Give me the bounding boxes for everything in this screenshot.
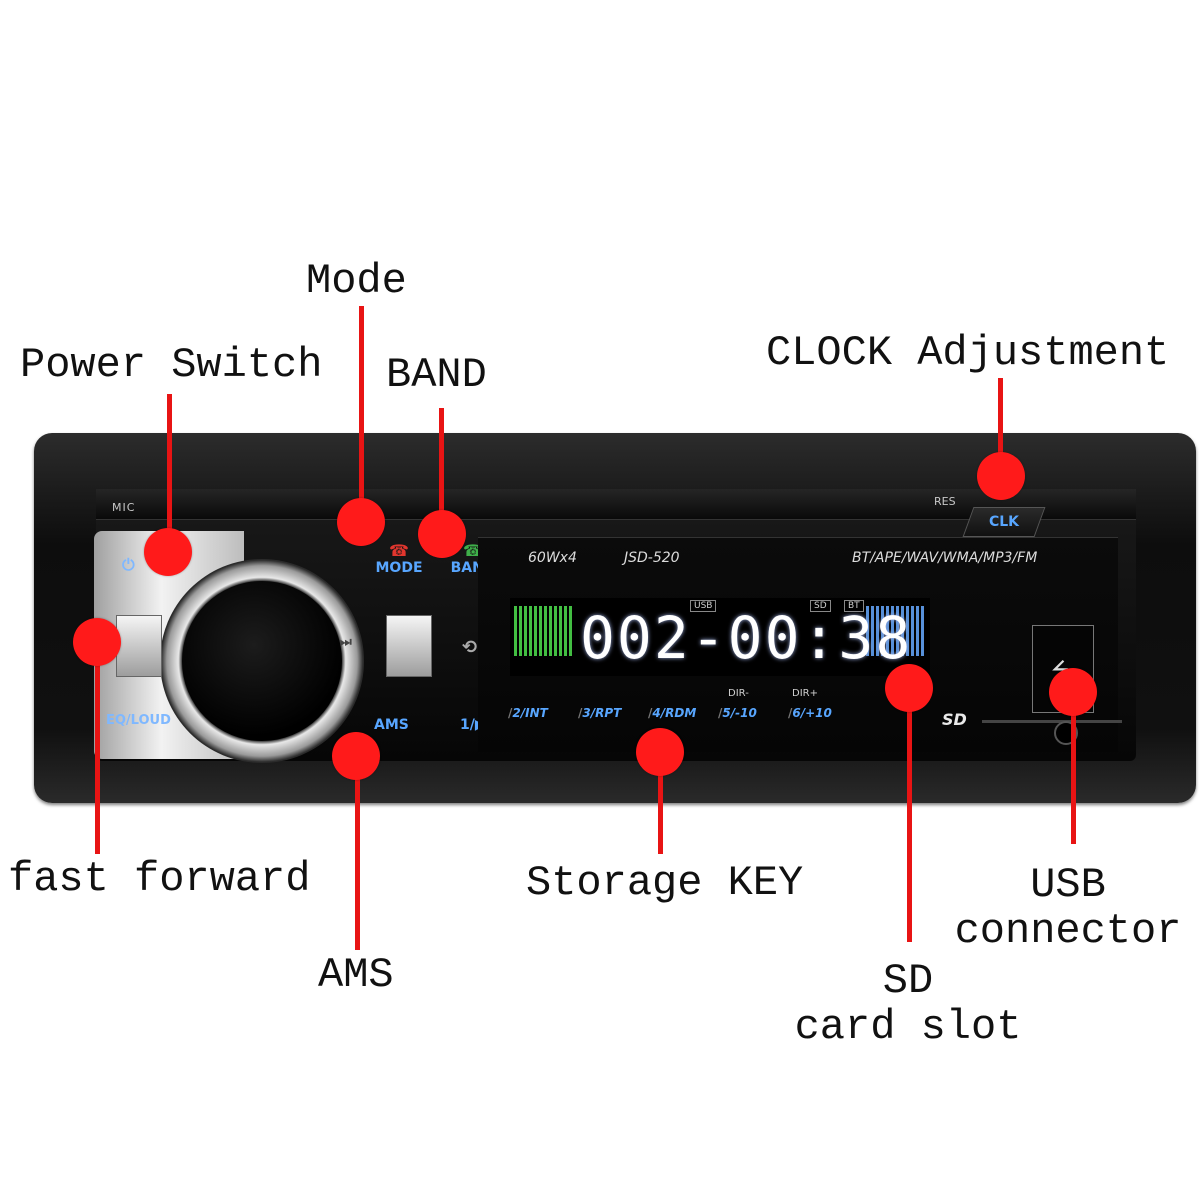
- leader-usb: [1071, 690, 1076, 844]
- label-ams: AMS: [318, 951, 394, 999]
- top-bar: MIC RES CLK: [96, 489, 1136, 537]
- leader-mode: [359, 306, 364, 518]
- dot-ams: [332, 732, 380, 780]
- usb-indicator: USB: [690, 600, 717, 612]
- leader-storage: [658, 746, 663, 854]
- label-mode: Mode: [306, 257, 407, 305]
- wattage-label: 60Wx4: [528, 550, 577, 566]
- next-icon[interactable]: ⏭: [340, 635, 352, 650]
- bt-indicator: BT: [844, 600, 864, 612]
- model-label: JSD-520: [624, 550, 680, 566]
- front-panel: MIC RES CLK ⏻ ⏮ EQ/LOUD ⏭ ☎ MODE ☎ BAND …: [94, 489, 1136, 763]
- sd-card-slot[interactable]: [982, 720, 1122, 723]
- dot-storage: [636, 728, 684, 776]
- preset-key-3-label: 3/RPT: [582, 706, 622, 720]
- volume-knob[interactable]: [182, 581, 342, 741]
- rotate-icon[interactable]: ⟲: [462, 637, 478, 658]
- mic-label: MIC: [112, 501, 136, 514]
- label-clock-adjustment: CLOCK Adjustment: [766, 329, 1170, 377]
- leader-band: [439, 408, 444, 526]
- dot-usb: [1049, 668, 1097, 716]
- dot-clock: [977, 452, 1025, 500]
- preset-key-6[interactable]: /6/+10: [788, 706, 832, 720]
- preset-key-2[interactable]: /2/INT: [508, 706, 548, 720]
- leader-ams: [355, 754, 360, 950]
- call-icon: ☎: [463, 541, 483, 560]
- car-stereo-faceplate: MIC RES CLK ⏻ ⏮ EQ/LOUD ⏭ ☎ MODE ☎ BAND …: [34, 433, 1196, 803]
- sd-indicator: SD: [810, 600, 831, 612]
- clk-label: CLK: [988, 514, 1020, 530]
- eq-bars-right: [866, 606, 926, 656]
- formats-label: BT/APE/WAV/WMA/MP3/FM: [852, 550, 1038, 566]
- mode-button[interactable]: ☎ MODE: [372, 541, 426, 576]
- dot-mode: [337, 498, 385, 546]
- dot-sd: [885, 664, 933, 712]
- label-band: BAND: [386, 351, 487, 399]
- dir-plus-label: DIR+: [792, 688, 818, 699]
- knob-right-chrome: [386, 615, 432, 677]
- knob-left-chrome: [116, 615, 162, 677]
- dir-minus-label: DIR-: [728, 688, 749, 699]
- preset-key-4-label: 4/RDM: [652, 706, 697, 720]
- preset-key-2-label: 2/INT: [512, 706, 548, 720]
- preset-key-6-label: 6/+10: [792, 706, 832, 720]
- label-storage-key: Storage KEY: [526, 859, 804, 907]
- label-power-switch: Power Switch: [20, 341, 323, 389]
- preset-key-5[interactable]: /5/-10: [718, 706, 757, 720]
- preset-key-5-label: 5/-10: [722, 706, 757, 720]
- label-usb-line1: USB: [1030, 861, 1106, 909]
- dot-band: [418, 510, 466, 558]
- leader-clock: [998, 378, 1003, 472]
- preset-key-3[interactable]: /3/RPT: [578, 706, 622, 720]
- display-panel: 60Wx4 JSD-520 BT/APE/WAV/WMA/MP3/FM USB …: [478, 537, 1122, 752]
- power-icon[interactable]: ⏻: [122, 555, 135, 574]
- sd-logo: SD: [942, 710, 967, 729]
- clk-button[interactable]: CLK: [962, 507, 1046, 537]
- preset-key-4[interactable]: /4/RDM: [648, 706, 697, 720]
- label-usb-connector: USB connector: [950, 862, 1186, 954]
- dot-fast-forward: [73, 618, 121, 666]
- leader-sd: [907, 686, 912, 942]
- dot-power: [144, 528, 192, 576]
- leader-fast-forward: [95, 640, 100, 854]
- label-fast-forward: fast forward: [8, 855, 311, 903]
- lcd-screen: USB SD BT 002-00:38: [510, 598, 930, 676]
- label-usb-line2: connector: [954, 907, 1182, 955]
- mode-label: MODE: [375, 560, 423, 576]
- label-sd-line2: card slot: [794, 1003, 1022, 1051]
- time-display: 002-00:38: [580, 604, 913, 672]
- leader-power: [167, 394, 172, 546]
- ams-button[interactable]: AMS: [374, 717, 409, 733]
- eq-bars-left: [514, 606, 574, 656]
- hangup-icon: ☎: [389, 541, 409, 560]
- eq-loud-button[interactable]: EQ/LOUD: [106, 713, 171, 728]
- res-label: RES: [934, 495, 956, 508]
- label-sd-line1: SD: [882, 957, 934, 1005]
- label-sd-card-slot: SD card slot: [790, 958, 1026, 1050]
